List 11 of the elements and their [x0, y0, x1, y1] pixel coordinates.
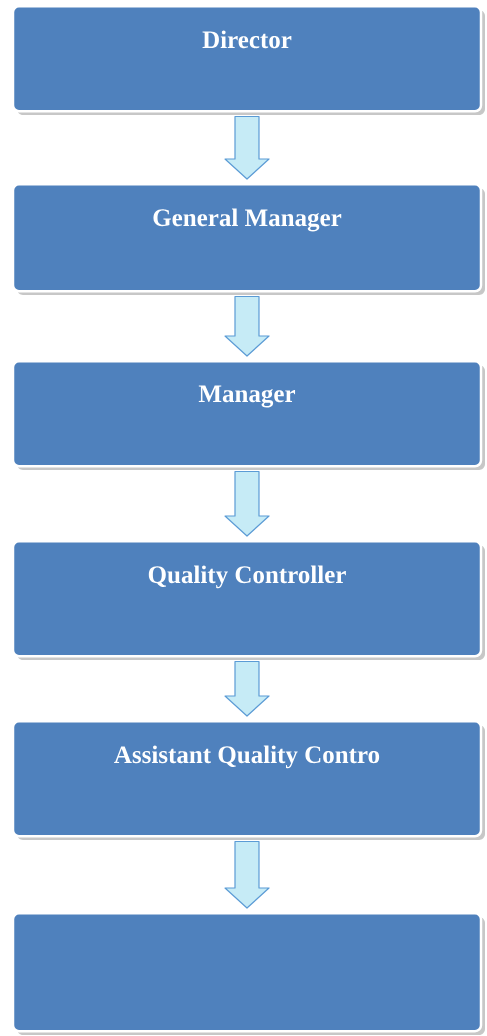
block-arrow: [224, 115, 270, 180]
block-arrow: [224, 295, 270, 357]
org-box: Assistant Quality Contro: [11, 720, 485, 840]
block-arrow: [224, 660, 270, 717]
org-box: Manager: [11, 360, 485, 470]
org-box: Director: [11, 5, 485, 115]
block-arrow: [224, 840, 270, 909]
block-arrow: [224, 470, 270, 537]
org-box: General Manager: [11, 183, 485, 295]
empty-box: [11, 912, 485, 1035]
org-box: Quality Controller: [11, 540, 485, 660]
